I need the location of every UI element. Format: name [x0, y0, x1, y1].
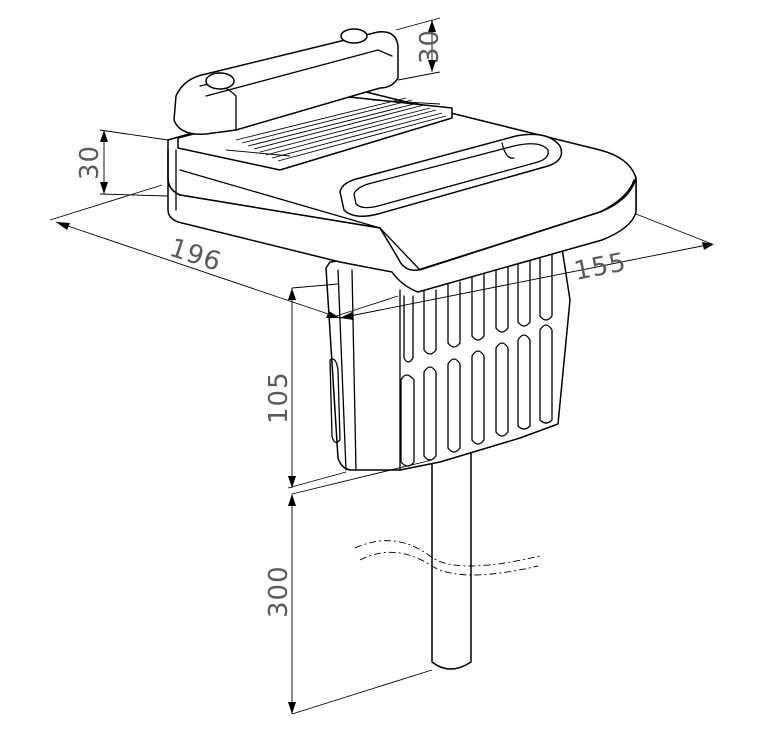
dimension-housing-height: 30 [75, 145, 105, 180]
pipe [354, 444, 541, 670]
dimension-depth: 155 [572, 247, 629, 286]
lid [173, 28, 453, 171]
basket [325, 234, 571, 471]
ribs [225, 97, 447, 162]
dimension-pipe-length: 300 [264, 565, 294, 618]
dimension-top-height: 30 [415, 29, 445, 64]
dimension-lines [49, 17, 714, 715]
dimension-width: 196 [166, 233, 225, 278]
dimension-basket-height: 105 [264, 371, 294, 424]
